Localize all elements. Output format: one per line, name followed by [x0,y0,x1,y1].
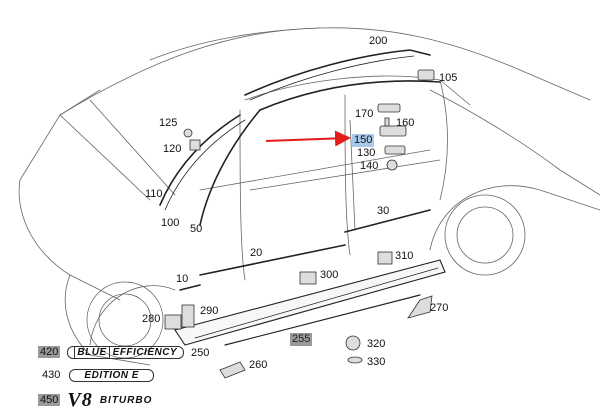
clip-290 [181,304,195,328]
part-label-270[interactable]: 270 [430,302,449,314]
lower-strip-255 [224,294,421,346]
part-label-255[interactable]: 255 [290,333,313,346]
emblem-number-420: 420 [38,346,61,359]
rear-body [429,89,600,196]
rear-wheel [444,194,526,276]
clip-150 [379,125,407,137]
beltline-strip-30 [344,209,431,233]
clip-310 [377,251,393,265]
belt-line [199,149,431,191]
clip-120 [189,139,201,151]
part-label-200[interactable]: 200 [369,35,388,47]
front-wheel-arch [89,285,176,346]
part-label-20[interactable]: 20 [250,247,263,259]
part-label-310[interactable]: 310 [395,250,414,262]
part-label-320[interactable]: 320 [367,338,386,350]
clip-170 [377,103,401,113]
bracket-260 [219,361,246,379]
roof-outline [59,27,591,116]
edition-e-badge: EDITION E [69,369,154,382]
part-label-105[interactable]: 105 [439,72,458,84]
door-line-rear [344,94,351,256]
clip-300 [299,271,317,285]
part-label-300[interactable]: 300 [320,269,339,281]
part-label-170[interactable]: 170 [355,108,374,120]
clip-160 [384,117,390,127]
emblem-row-450[interactable]: 450 V8 BITURBO [38,389,152,412]
window-trim-top [259,80,441,111]
roof-rail-200 [244,49,431,96]
part-label-30[interactable]: 30 [377,205,390,217]
clip-130 [384,145,406,155]
v8-emblem: V8 [67,389,93,411]
clip-105 [417,69,435,81]
clip-320 [345,335,361,351]
part-label-150[interactable]: 150 [352,134,375,147]
clip-330 [347,356,363,364]
part-label-260[interactable]: 260 [249,359,268,371]
blue-box: BLUE [74,346,110,359]
part-label-280[interactable]: 280 [142,313,161,325]
sill-strip-10 [179,284,201,291]
hood-outline [18,114,121,301]
part-label-330[interactable]: 330 [367,356,386,368]
rear-wheel-arch [429,185,600,251]
part-label-130[interactable]: 130 [357,147,376,159]
sill-strip-20 [199,244,346,276]
part-label-10[interactable]: 10 [176,273,189,285]
part-label-140[interactable]: 140 [360,160,379,172]
side-skirt [174,259,446,346]
clip-140 [386,159,398,171]
pointer-arrow [265,130,351,147]
window-lower [249,159,441,191]
a-pillar-cover [159,114,241,206]
bracket-270 [407,295,433,319]
part-label-100[interactable]: 100 [161,217,180,229]
emblem-number-430: 430 [42,369,61,382]
front-bumper [64,274,151,366]
emblem-number-450: 450 [38,394,61,407]
part-label-120[interactable]: 120 [163,143,182,155]
part-label-250[interactable]: 250 [191,347,210,359]
clip-125 [183,128,193,138]
part-label-110[interactable]: 110 [145,188,163,200]
clip-280 [164,314,182,330]
efficiency-text: EFFICIENCY [112,347,178,358]
part-label-50[interactable]: 50 [190,223,203,235]
part-label-290[interactable]: 290 [200,305,219,317]
emblem-row-430[interactable]: 430 EDITION E [40,369,154,382]
part-label-125[interactable]: 125 [159,117,178,129]
part-label-160[interactable]: 160 [396,117,415,129]
windshield-outline [59,99,176,201]
biturbo-emblem: BITURBO [99,395,153,406]
a-pillar-trim-50 [199,109,261,226]
